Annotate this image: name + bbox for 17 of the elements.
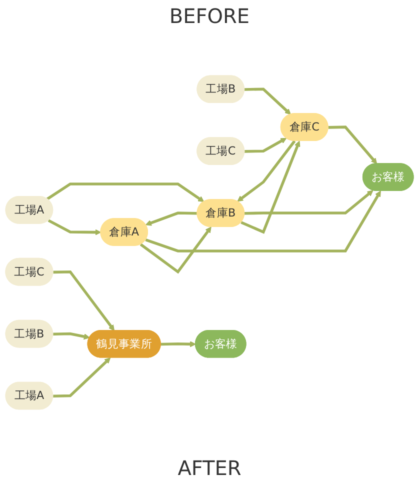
arrow xyxy=(244,87,291,114)
arrow xyxy=(244,190,374,214)
arrow xyxy=(145,190,381,252)
arrow xyxy=(240,140,300,234)
arrow xyxy=(237,140,296,202)
section-heading: BEFORE xyxy=(168,4,251,28)
arrow xyxy=(48,218,102,235)
section-heading: AFTER xyxy=(176,456,242,480)
arrow xyxy=(53,270,115,330)
arrow xyxy=(160,340,196,347)
arrow xyxy=(145,211,198,226)
arrow xyxy=(140,226,212,274)
arrow xyxy=(53,357,111,398)
arrow xyxy=(328,125,378,164)
arrow xyxy=(53,332,90,340)
arrow xyxy=(244,137,287,152)
arrow xyxy=(46,182,204,202)
